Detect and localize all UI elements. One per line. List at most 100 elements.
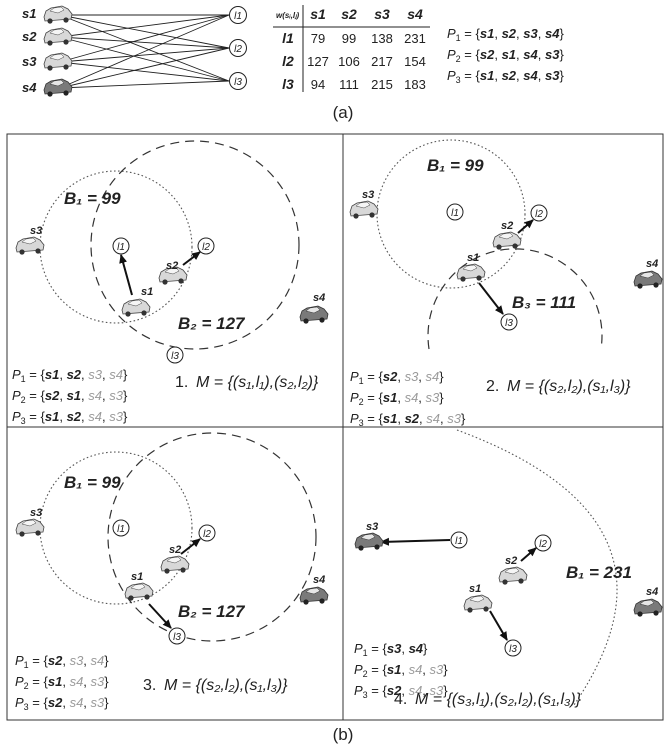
pref-symbol: P: [12, 409, 21, 424]
pref-subscript: 1: [21, 374, 26, 384]
car-icon: [633, 270, 663, 290]
car-icon: [349, 200, 379, 220]
node-label-s1: s1: [22, 6, 36, 21]
pref-subscript: 3: [24, 702, 29, 712]
node-label-s1: s1: [131, 571, 143, 583]
pref-seller: s4: [409, 662, 423, 677]
pref-brace: }: [559, 47, 564, 62]
pref-sep: ,: [494, 68, 501, 83]
node-label-s4: s4: [646, 258, 658, 270]
pref-sep: ,: [83, 674, 90, 689]
table-cell: 138: [371, 31, 393, 46]
pref-brace: = {: [368, 641, 388, 656]
node-label-s4: s4: [646, 586, 658, 598]
pref-seller: s3: [387, 641, 402, 656]
table-cell: 106: [338, 54, 360, 69]
pref-symbol: P: [15, 674, 24, 689]
pref-sep: ,: [62, 674, 69, 689]
matching-result: M = {(s₂,l₂),(s₁,l₃)}: [507, 378, 631, 395]
table-cell: 217: [371, 54, 393, 69]
preference-list: P1 = {s2, s3, s4}: [350, 369, 444, 386]
pref-brace: = {: [26, 409, 46, 424]
car-icon: [124, 582, 154, 602]
node-label-s4: s4: [22, 80, 37, 95]
pref-brace: }: [104, 653, 109, 668]
pref-brace: }: [439, 369, 444, 384]
preference-list: P2 = {s1, s4, s3}: [350, 390, 444, 407]
table-cell: 111: [339, 77, 359, 92]
node-label-s1: s1: [469, 583, 481, 595]
pref-sep: ,: [494, 26, 501, 41]
car-icon: [43, 27, 73, 47]
pref-sep: ,: [418, 369, 425, 384]
pref-sep: ,: [62, 695, 69, 710]
pref-seller: s2: [48, 695, 63, 710]
pref-sep: ,: [401, 662, 408, 677]
node-label-s2: s2: [501, 220, 513, 232]
preference-list: P2 = {s1, s4, s3}: [15, 674, 109, 691]
table-cell: 183: [404, 77, 426, 92]
pref-brace: = {: [26, 367, 46, 382]
pref-seller: s2: [502, 68, 517, 83]
node-label-s3: s3: [366, 521, 378, 533]
pref-sep: ,: [538, 26, 545, 41]
pref-symbol: P: [354, 683, 363, 698]
pref-sep: ,: [494, 47, 501, 62]
pref-sep: ,: [59, 409, 66, 424]
pref-sep: ,: [401, 641, 408, 656]
pref-seller: s1: [502, 47, 516, 62]
pref-brace: = {: [368, 683, 388, 698]
budget-label: B₂ = 127: [178, 314, 246, 333]
pref-seller: s3: [523, 26, 538, 41]
pref-seller: s4: [426, 369, 440, 384]
car-icon: [43, 5, 73, 25]
budget-label: B₁ = 231: [566, 563, 632, 582]
node-label-s3: s3: [30, 225, 42, 237]
car-icon: [299, 305, 329, 325]
car-icon: [463, 594, 493, 614]
panel-1: s3 s1 s2 s4 l1 l2 l3 B₁ = 99 B₂ = 127 1.…: [15, 140, 329, 391]
pref-subscript: 3: [456, 75, 461, 85]
pref-seller: s1: [48, 674, 62, 689]
car-icon: [43, 78, 73, 98]
pref-sep: ,: [397, 390, 404, 405]
node-label-l3: l3: [171, 351, 179, 362]
node-label-s3: s3: [30, 507, 42, 519]
pref-seller: s1: [383, 390, 397, 405]
pref-brace: = {: [461, 68, 481, 83]
matching-result: M = {(s₁,l₁),(s₂,l₂)}: [196, 374, 319, 391]
pref-brace: }: [559, 26, 564, 41]
pref-sep: ,: [81, 367, 88, 382]
pref-seller: s4: [70, 674, 84, 689]
car-icon: [354, 532, 384, 552]
pref-sep: ,: [397, 411, 404, 426]
car-icon: [160, 555, 190, 575]
pref-sep: ,: [83, 695, 90, 710]
pref-seller: s1: [383, 411, 397, 426]
pref-sep: ,: [401, 683, 408, 698]
node-label-l1: l1: [451, 208, 459, 219]
pref-sep: ,: [418, 390, 425, 405]
pref-brace: }: [443, 662, 448, 677]
car-icon: [121, 298, 151, 318]
pref-sep: ,: [440, 411, 447, 426]
table-cell: 231: [404, 31, 426, 46]
pref-brace: }: [559, 68, 564, 83]
node-label-s2: s2: [505, 555, 517, 567]
pref-sep: ,: [397, 369, 404, 384]
pref-seller: s4: [70, 695, 84, 710]
pref-brace: }: [443, 683, 448, 698]
pref-seller: s2: [480, 47, 495, 62]
node-label-l2: l2: [539, 539, 547, 550]
preference-list: P1 = {s3, s4}: [354, 641, 428, 658]
pref-sep: ,: [81, 388, 88, 403]
pref-subscript: 1: [359, 376, 364, 386]
pref-brace: = {: [364, 369, 384, 384]
matching-result: M = {(s₃,l₁),(s₂,l₂),(s₁,l₃)}: [415, 691, 582, 708]
table-row-label: l2: [282, 53, 294, 69]
node-label-s3: s3: [22, 54, 37, 69]
node-label-l2: l2: [202, 242, 210, 253]
car-icon: [633, 598, 663, 618]
pref-brace: = {: [461, 47, 481, 62]
node-label-l2: l2: [234, 44, 242, 55]
